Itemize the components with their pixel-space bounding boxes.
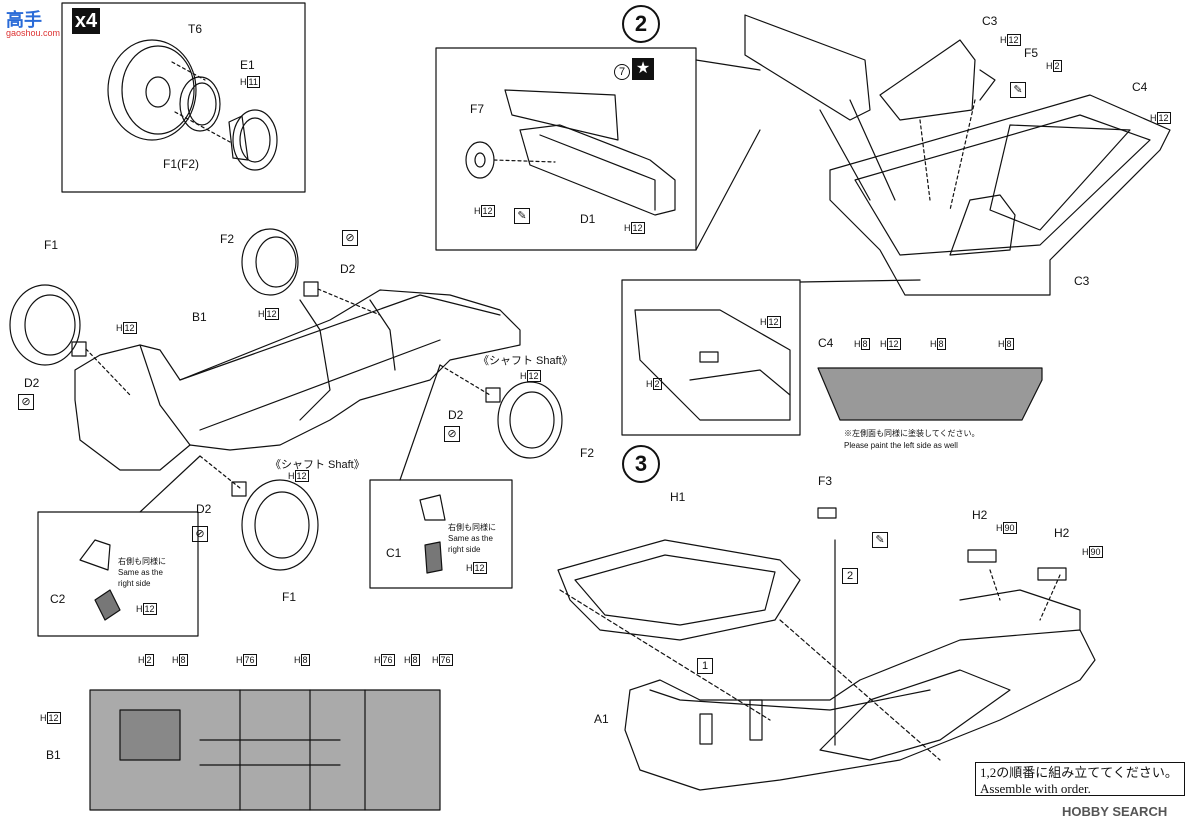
part-label-c2: C2 bbox=[50, 592, 66, 606]
part-label-b1-underside: B1 bbox=[46, 748, 61, 762]
glue-icon: ✎ bbox=[514, 208, 530, 224]
decal-number-7: 7 bbox=[614, 64, 630, 80]
step-3-marker: 3 bbox=[622, 445, 660, 483]
part-label-e1: E1 bbox=[240, 58, 255, 72]
step2-dashboard-box bbox=[435, 47, 697, 251]
no-glue-icon: ⊘ bbox=[342, 230, 358, 246]
part-label-h2-a: H2 bbox=[972, 508, 988, 522]
part-label-c4-panel: C4 bbox=[818, 336, 834, 350]
left-paint-note-jp: ※左側面も同様に塗装してください。 bbox=[844, 429, 980, 438]
part-label-c4: C4 bbox=[1132, 80, 1148, 94]
part-label-f1-top: F1 bbox=[44, 238, 59, 252]
sequence-marker-2: 2 bbox=[842, 568, 858, 584]
part-label-h2-b: H2 bbox=[1054, 526, 1070, 540]
c1-note-en2: right side bbox=[448, 545, 481, 554]
part-label-f3: F3 bbox=[818, 474, 833, 488]
part-label-c3-bottom: C3 bbox=[1074, 274, 1090, 288]
part-label-d2-b: D2 bbox=[24, 376, 40, 390]
wheel-assembly-box bbox=[61, 2, 306, 193]
part-label-c1: C1 bbox=[386, 546, 402, 560]
assembly-order-note: 1,2の順番に組み立ててください。 Assemble with order. bbox=[975, 762, 1185, 796]
part-label-d1: D1 bbox=[580, 212, 596, 226]
part-label-f2-top: F2 bbox=[220, 232, 235, 246]
part-label-h1: H1 bbox=[670, 490, 686, 504]
part-label-t6: T6 bbox=[188, 22, 203, 36]
site-logo-url: gaoshou.com bbox=[6, 28, 61, 38]
part-label-f7: F7 bbox=[470, 102, 485, 116]
part-label-d2-c: D2 bbox=[448, 408, 464, 422]
c1-note-jp: 右側も同様に bbox=[448, 523, 496, 532]
part-label-f2-right: F2 bbox=[580, 446, 595, 460]
shaft-label-right: 《シャフト Shaft》 bbox=[478, 355, 573, 367]
c2-note-en2: right side bbox=[118, 579, 151, 588]
hobby-search-watermark: HOBBY SEARCH bbox=[1062, 804, 1168, 819]
quantity-multiplier: x4 bbox=[72, 8, 100, 34]
glue-icon: ✎ bbox=[1010, 82, 1026, 98]
star-icon: ★ bbox=[632, 58, 654, 80]
part-label-d2-d: D2 bbox=[196, 502, 212, 516]
no-glue-icon: ⊘ bbox=[192, 526, 208, 542]
c2-detail-box bbox=[37, 511, 199, 637]
part-label-f1-f2: F1(F2) bbox=[163, 157, 199, 171]
step-2-marker: 2 bbox=[622, 5, 660, 43]
c1-note-en1: Same as the bbox=[448, 534, 493, 543]
no-glue-icon: ⊘ bbox=[444, 426, 460, 442]
assembly-order-jp: 1,2の順番に組み立ててください。 bbox=[980, 765, 1178, 780]
assembly-order-en: Assemble with order. bbox=[980, 781, 1091, 796]
part-label-f1-bottom: F1 bbox=[282, 590, 297, 604]
part-label-d2-a: D2 bbox=[340, 262, 356, 276]
no-glue-icon: ⊘ bbox=[18, 394, 34, 410]
c2-note-en1: Same as the bbox=[118, 568, 163, 577]
c4-side-panel bbox=[817, 367, 1043, 421]
glue-icon: ✎ bbox=[872, 532, 888, 548]
c1-detail-box bbox=[369, 479, 513, 589]
part-label-f5: F5 bbox=[1024, 46, 1039, 60]
sequence-marker-1: 1 bbox=[697, 658, 713, 674]
part-label-a1: A1 bbox=[594, 712, 609, 726]
site-logo: 高手 bbox=[6, 10, 42, 30]
shaft-label-left: 《シャフト Shaft》 bbox=[270, 459, 365, 471]
left-paint-note-en: Please paint the left side as well bbox=[844, 441, 958, 450]
part-label-c3-top: C3 bbox=[982, 14, 998, 28]
interior-detail-box bbox=[621, 279, 801, 436]
part-label-b1: B1 bbox=[192, 310, 207, 324]
c2-note-jp: 右側も同様に bbox=[118, 557, 166, 566]
